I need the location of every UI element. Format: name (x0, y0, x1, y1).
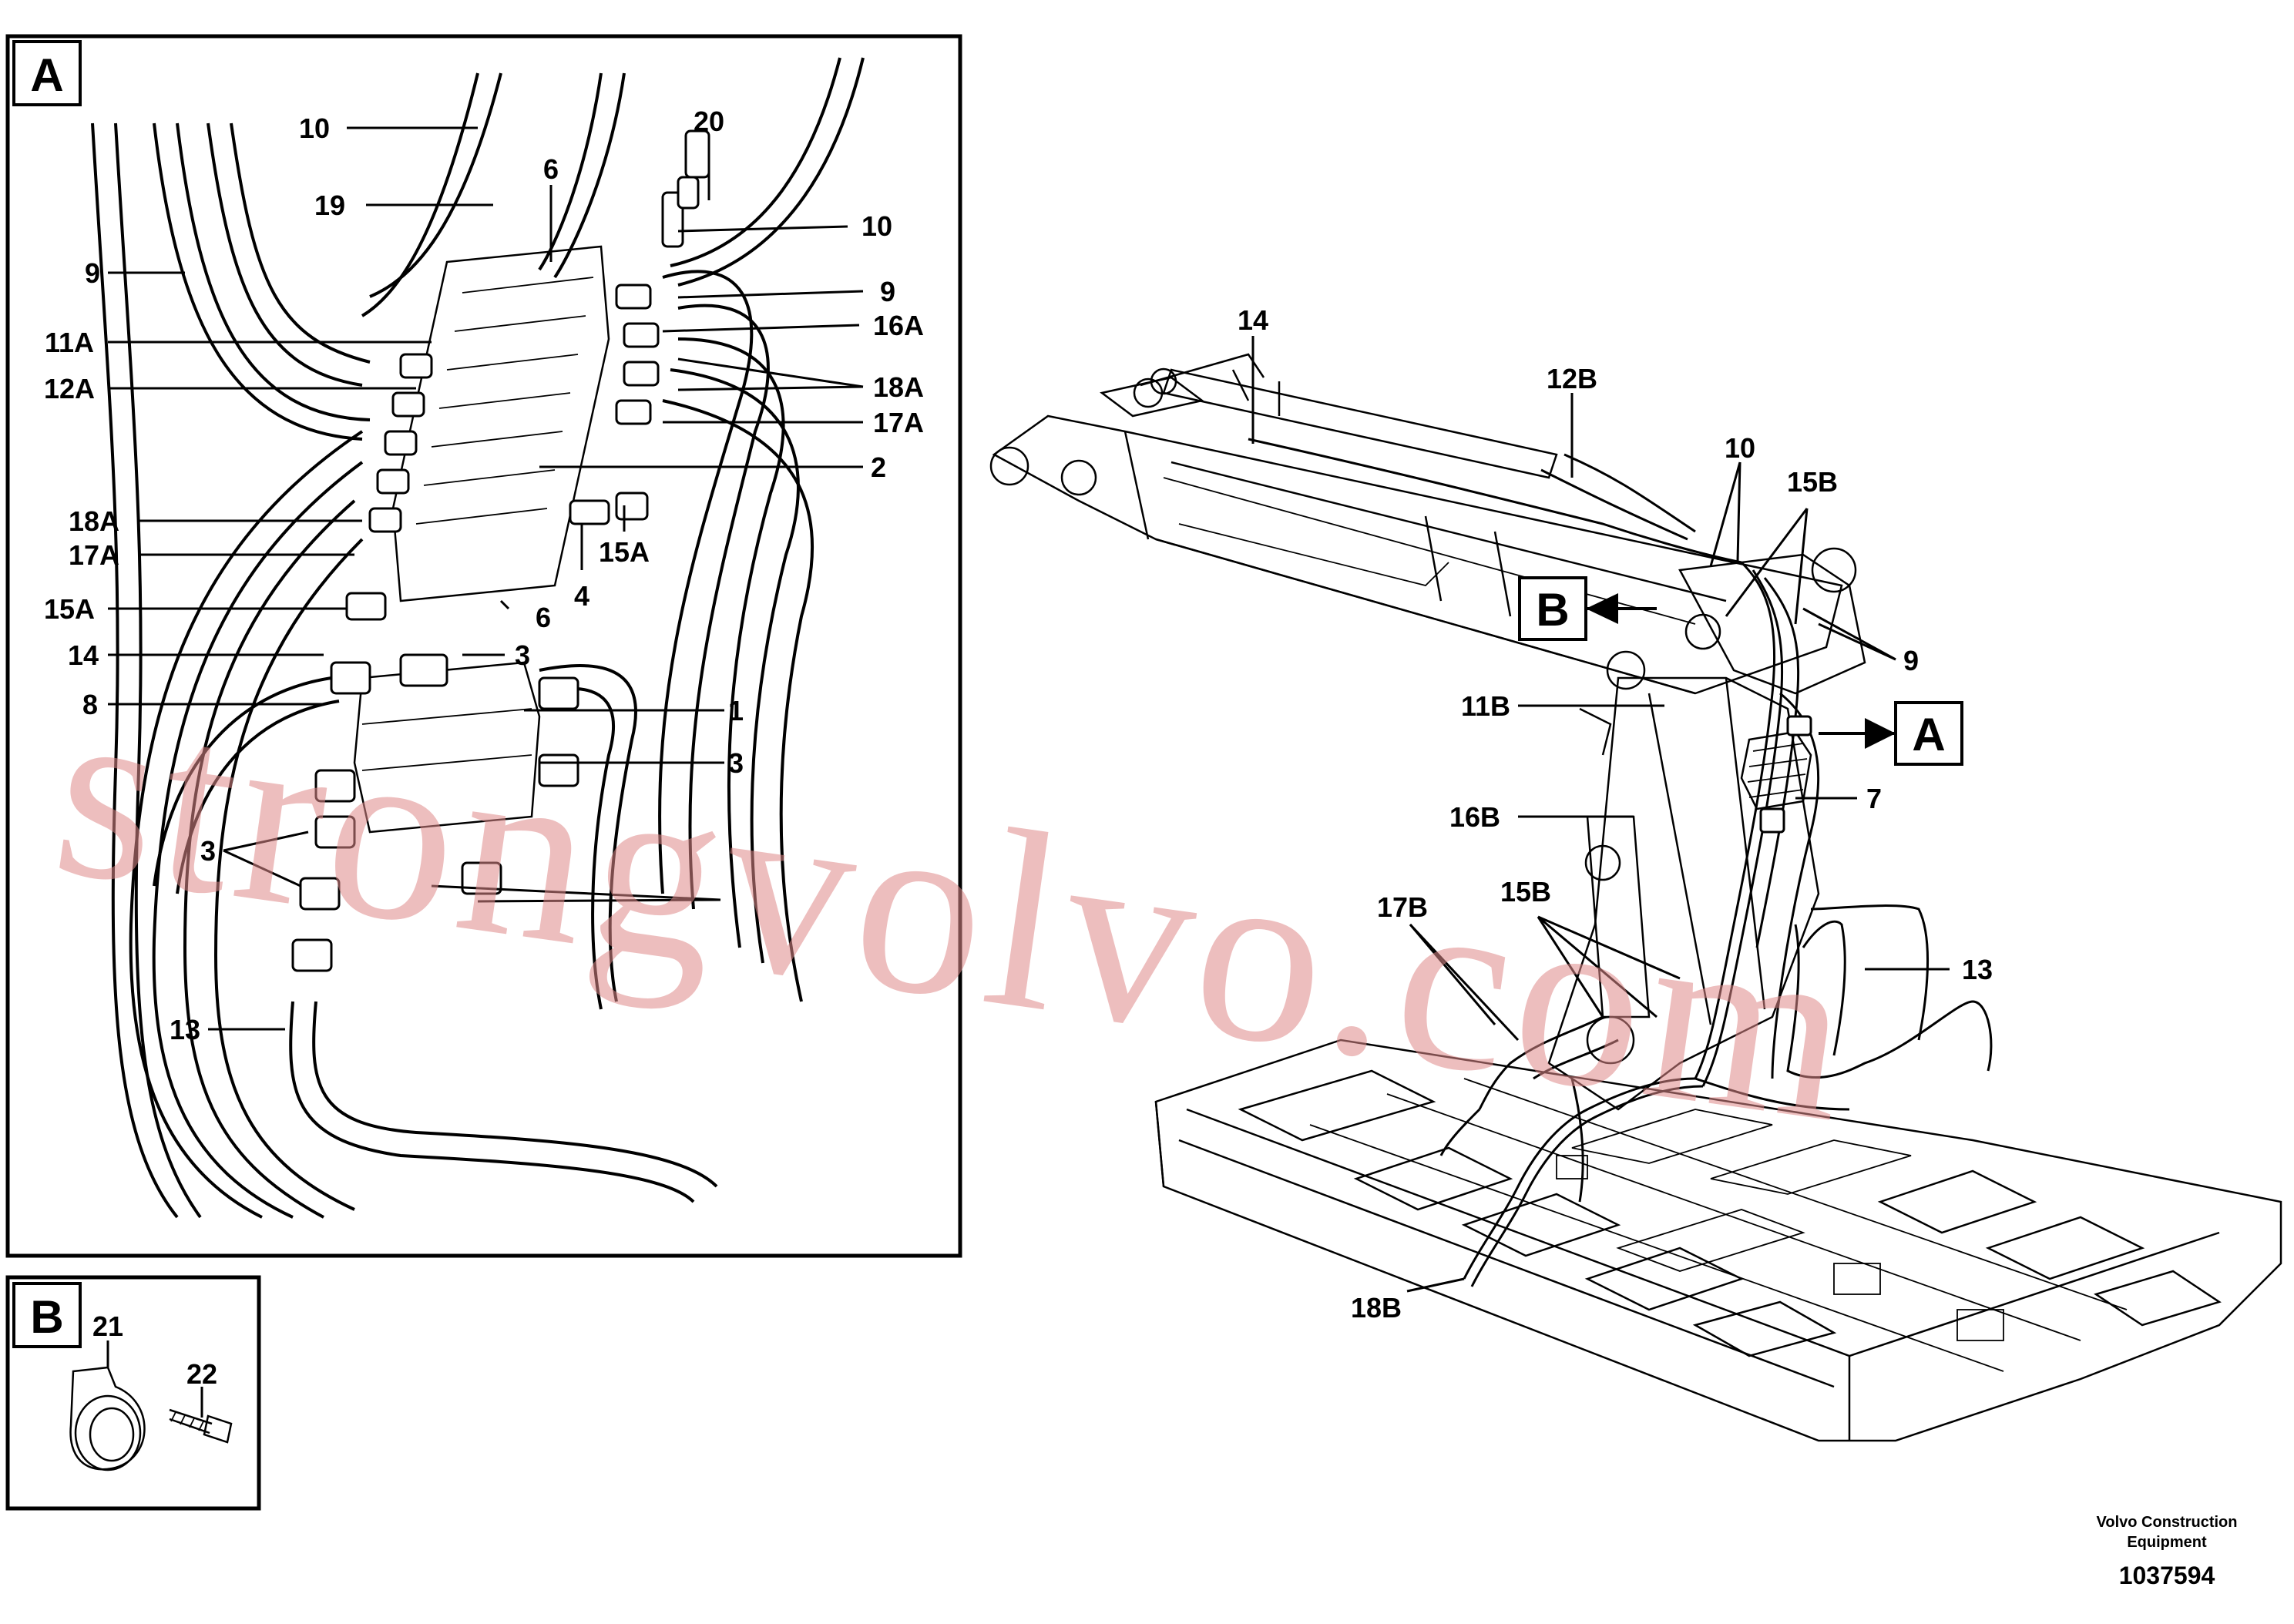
label-a-3-mid: 3 (515, 639, 530, 671)
label-a-16a: 16A (873, 310, 924, 341)
label-main-9: 9 (1903, 645, 1919, 676)
label-main-11b: 11B (1461, 690, 1510, 722)
label-a-19: 19 (314, 190, 345, 221)
label-b-22: 22 (186, 1358, 217, 1390)
callout-a: A (1819, 701, 1963, 766)
callout-a-box (1894, 701, 1963, 766)
label-a-9-right: 9 (880, 276, 895, 307)
label-a-18a-right: 18A (873, 371, 924, 403)
main-view: B A (989, 304, 2282, 1442)
label-main-15b-top: 15B (1787, 466, 1838, 498)
label-a-4: 4 (574, 580, 589, 612)
footer-company-line1: Volvo Construction (2097, 1514, 2238, 1531)
label-main-7: 7 (1866, 783, 1882, 814)
panel-b-letter: B (30, 1291, 63, 1343)
callout-a-letter: A (1912, 709, 1945, 760)
label-a-10-top: 10 (299, 112, 330, 144)
panel-a-tag (12, 40, 82, 106)
label-main-17b: 17B (1377, 891, 1428, 923)
label-main-15b-mid: 15B (1500, 876, 1551, 908)
label-main-10: 10 (1725, 432, 1755, 464)
label-a-15a-left: 15A (44, 593, 95, 625)
label-a-6-mid: 6 (536, 602, 551, 633)
detail-panel-b: B 21 22 (5, 1275, 261, 1511)
label-main-14: 14 (1238, 304, 1268, 336)
panel-a-valve-block (345, 176, 700, 621)
label-a-3-right: 3 (728, 747, 744, 779)
label-a-12a: 12A (44, 373, 95, 404)
label-b-21: 21 (92, 1310, 123, 1342)
panel-b-tag (12, 1282, 82, 1348)
label-a-2: 2 (871, 451, 886, 483)
label-a-3-left: 3 (200, 835, 216, 867)
label-main-13: 13 (1962, 954, 1993, 985)
label-a-13: 13 (170, 1014, 200, 1045)
label-a-14: 14 (68, 639, 99, 671)
label-a-20: 20 (694, 106, 724, 137)
upper-frame (1154, 1038, 2282, 1442)
label-main-16b: 16B (1449, 801, 1500, 833)
label-a-8: 8 (82, 689, 98, 720)
label-a-9-left: 9 (85, 257, 100, 289)
main-leaders (1251, 336, 1950, 1293)
footer-company-line2: Equipment (2127, 1534, 2207, 1551)
panel-a-letter: A (30, 49, 63, 101)
boom (989, 353, 1866, 695)
label-a-17a-right: 17A (873, 407, 924, 438)
footer: Volvo Construction Equipment 1037594 (2097, 1514, 2238, 1589)
callout-b: B (1518, 576, 1657, 641)
label-main-12b: 12B (1547, 363, 1597, 394)
label-main-18b: 18B (1351, 1292, 1402, 1324)
label-a-11a: 11A (45, 327, 94, 358)
label-a-1: 1 (728, 695, 744, 726)
label-a-18a-left: 18A (69, 505, 119, 537)
label-a-15a-right: 15A (599, 536, 650, 568)
clamp-drawing (69, 1366, 233, 1471)
main-hoses (1248, 438, 1993, 1287)
callout-b-letter: B (1536, 584, 1569, 636)
label-a-17a-left: 17A (69, 539, 119, 571)
callout-b-box (1518, 576, 1587, 641)
panel-a-leaders (108, 126, 864, 1031)
panel-a-frame (5, 34, 962, 1258)
label-a-6-top: 6 (543, 153, 559, 185)
drawing-number: 1037594 (2119, 1562, 2215, 1589)
panel-a-lower-block (291, 129, 710, 972)
main-valve-block (1740, 715, 1812, 834)
label-a-10-right: 10 (862, 210, 892, 242)
detail-panel-a: A (5, 34, 962, 1258)
panel-a-hoses (91, 57, 865, 1219)
